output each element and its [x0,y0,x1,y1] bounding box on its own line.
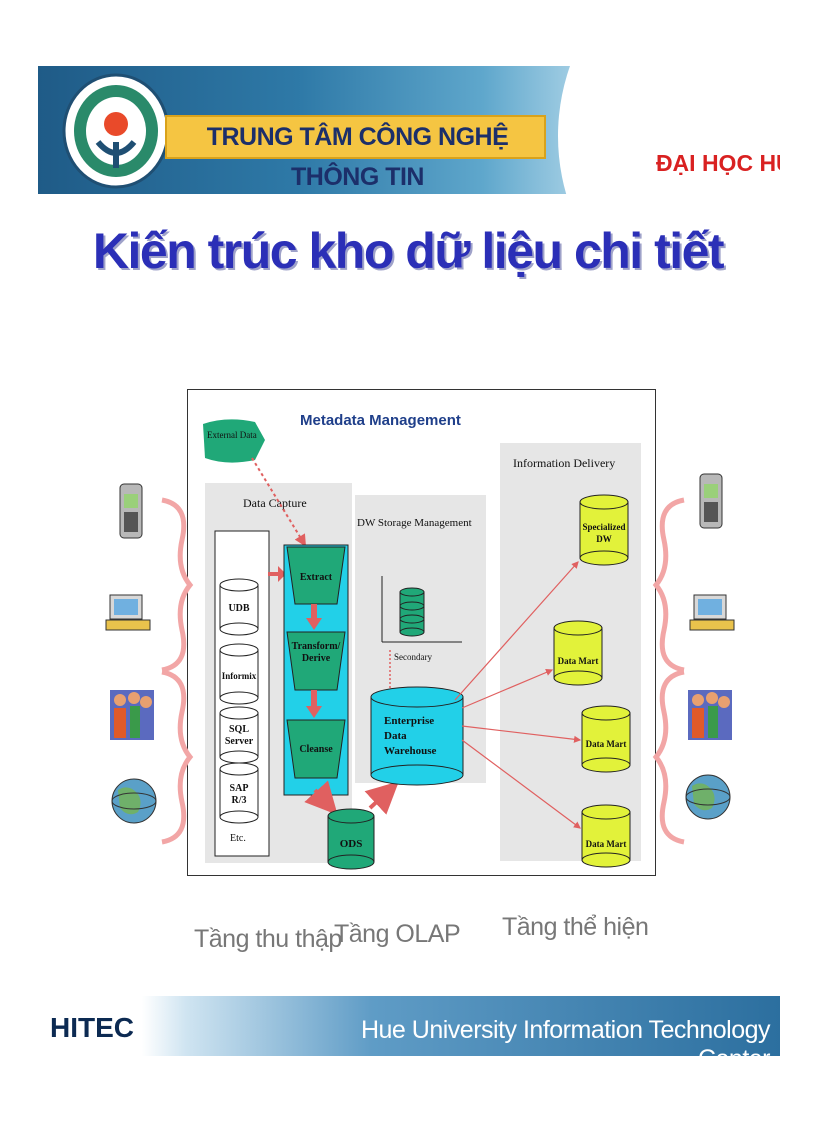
left-mobile-phone-icon [119,483,143,539]
sources-to-extract-arrow [268,566,286,582]
right-mobile-phone-icon [699,473,723,529]
ods-cylinder [327,808,375,870]
left-people-group-icon [110,690,154,740]
specialized-dw-cylinder [579,494,629,566]
transform-label: Transform/ Derive [291,641,341,664]
right-computer-user-icon [689,594,735,631]
source-label-informix: Informix [221,671,257,681]
data-mart-label-1: Data Mart [557,656,599,666]
delivery-title: Information Delivery [513,456,616,470]
source-cylinder-sql-server [219,706,259,764]
left-brackets [161,497,194,845]
layer-label-present: Tầng thể hiện [502,913,649,941]
warehouse-to-delivery-arrows [454,561,582,829]
enterprise-warehouse-cylinder [370,686,464,786]
layer-label-capture: Tầng thu thập [194,925,342,953]
center-name: TRUNG TÂM CÔNG NGHỆ THÔNG TIN [206,123,509,191]
warehouse-label: Enterprise Data Warehouse [384,715,437,757]
secondary-label: Secondary [394,652,432,662]
right-brackets [652,497,685,845]
hitec-brand: HITEC [50,1012,134,1043]
storage-title: DW Storage Management [357,517,472,529]
external-data-shape [203,419,265,463]
ods-label: ODS [339,838,363,850]
footer-text: Hue University Information Technology Ce… [360,1016,771,1073]
data-mart-cylinder-2 [581,705,631,773]
ods-to-warehouse-arrow [364,781,399,815]
center-name-banner: TRUNG TÂM CÔNG NGHỆ THÔNG TIN [165,115,546,191]
source-label-sap: SAP R/3 [229,783,249,806]
source-cylinder-sap [219,762,259,824]
cleanse-step [286,719,346,779]
metadata-management-title: Metadata Management [300,412,461,429]
data-mart-cylinder-1 [553,620,603,686]
university-logo-icon [62,73,170,189]
university-name: ĐẠI HỌC HUẾ [655,150,780,176]
transform-to-cleanse-arrow [306,690,322,718]
external-data-label: External Data [207,430,257,440]
data-capture-title: Data Capture [243,496,307,510]
specialized-dw-label: Specialized DW [582,522,626,544]
cleanse-to-ods-arrow [304,780,338,815]
slide-title: Kiến trúc kho dữ liệu chi tiết [92,223,725,279]
right-globe-icon [685,774,731,820]
extract-label: Extract [299,572,333,583]
left-globe-icon [111,778,157,824]
footer-banner: HITEC Hue University Information Technol… [38,996,780,1073]
source-label-udb: UDB [228,603,250,614]
extract-step [286,546,346,605]
header-arc-decoration [558,66,780,194]
extract-to-transform-arrow [306,604,322,630]
data-mart-label-3: Data Mart [585,839,627,849]
header-banner: TRUNG TÂM CÔNG NGHỆ THÔNG TIN ĐẠI HỌC HU… [38,66,780,194]
source-label-sql-server: SQL Server [224,724,254,747]
sources-etc-label: Etc. [230,833,246,844]
cleanse-label: Cleanse [299,744,333,755]
data-mart-label-2: Data Mart [585,739,627,749]
external-data-arrow [251,457,307,547]
layer-label-olap: Tầng OLAP [334,920,461,948]
right-people-group-icon [688,690,732,740]
data-mart-cylinder-3 [581,804,631,868]
source-cylinder-udb [219,578,259,636]
secondary-cylinder [399,587,425,637]
source-cylinder-informix [219,643,259,705]
transform-step [286,631,346,691]
left-computer-user-icon [105,594,151,631]
